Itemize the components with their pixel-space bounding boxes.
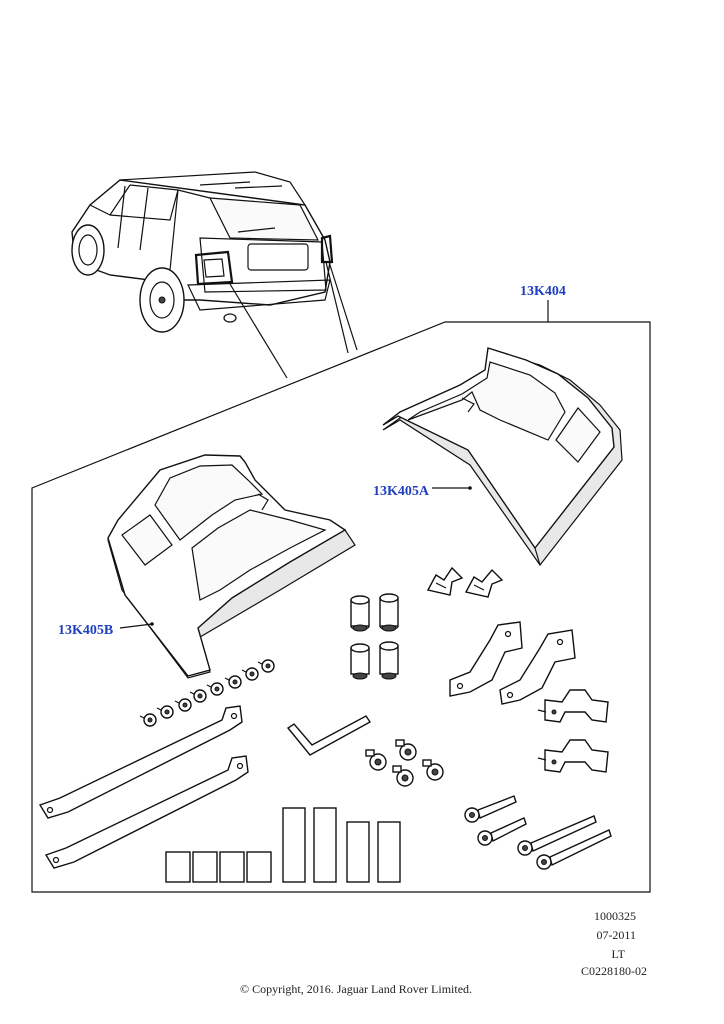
meta-line-2: 07-2011: [596, 928, 636, 942]
left-lamp-cover[interactable]: [107, 454, 356, 679]
meta-line-3: LT: [611, 947, 625, 961]
right-cover-leader-dot: [468, 486, 472, 490]
mounting-brackets: [449, 621, 609, 773]
vehicle-illustration: [71, 171, 334, 333]
right-lamp-cover[interactable]: [382, 347, 623, 567]
support-straps: [38, 705, 249, 869]
copyright-text: © Copyright, 2016. Jaguar Land Rover Lim…: [240, 982, 472, 996]
flange-bolts: [365, 739, 444, 787]
left-cover-leader: [119, 623, 153, 629]
kit-frame: [31, 321, 651, 893]
left-cover-callout[interactable]: 13K405B: [58, 623, 113, 638]
foam-pads: [165, 807, 401, 883]
vehicle-leader-lines: [229, 261, 358, 379]
screws-row: [139, 659, 275, 727]
kit-callout[interactable]: 13K404: [520, 284, 566, 299]
meta-line-1: 1000325: [594, 909, 636, 923]
small-clips: [426, 566, 504, 598]
left-cover-leader-dot: [150, 622, 154, 626]
meta-line-4: C0228180-02: [581, 964, 647, 978]
push-fasteners: [350, 593, 399, 680]
right-cover-callout[interactable]: 13K405A: [373, 484, 430, 499]
long-bolts: [464, 795, 612, 870]
allen-key: [286, 715, 372, 756]
